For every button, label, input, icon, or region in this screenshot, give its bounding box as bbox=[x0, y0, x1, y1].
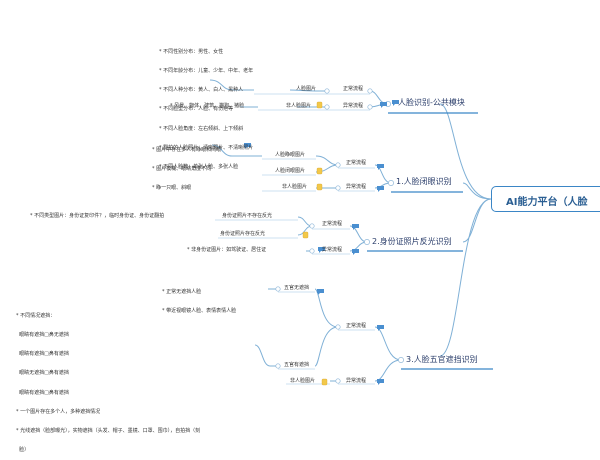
image-icon[interactable] bbox=[316, 183, 323, 191]
mind-map-canvas bbox=[209, 79, 493, 386]
list-item: * 不同情况遮挡： bbox=[16, 312, 56, 319]
b2-non-id-text: * 非身份证图片：如驾驶证、居住证 bbox=[187, 247, 267, 253]
list-item: * 不同人脸角度：左右倾斜、上下倾斜 bbox=[159, 125, 244, 132]
connector-b3-bullets-b bbox=[254, 344, 278, 367]
connector-b2-normal bbox=[349, 225, 368, 243]
b3-nonface-image-node[interactable]: 非人脸图片 bbox=[290, 378, 316, 384]
comment-icon[interactable] bbox=[317, 289, 324, 295]
list-item: * 不同人种分布：黄人、白人、黑种人 bbox=[159, 87, 244, 94]
b3-normal-flow-node[interactable]: 正常流程 bbox=[346, 323, 367, 329]
b3-occlusion-node[interactable]: 五官有遮挡 bbox=[284, 362, 310, 368]
b0-nonface-examples: * 风景、物体、建筑、猫狗、猪脸 bbox=[170, 103, 245, 109]
b3-bullets-a: * 正常无遮挡人脸 * 带近视眼镜人脸、表情表情人脸 bbox=[162, 276, 236, 321]
collapse-marker-b3[interactable] bbox=[398, 357, 404, 363]
connector-b0-bullets bbox=[209, 79, 254, 91]
list-item: 眼睛有遮挡□鼻无遮挡 bbox=[16, 332, 69, 339]
b0-normal-flow-node[interactable]: 正常流程 bbox=[343, 86, 364, 92]
connector-b1-bullets bbox=[211, 144, 262, 157]
b0-face-image-node[interactable]: 人脸图片 bbox=[296, 86, 317, 92]
list-item: * 图片模糊、眼睛角度不同 bbox=[152, 166, 212, 173]
connector-b3-normal bbox=[374, 326, 402, 361]
b1-bullets: * 图片中存在多人有睁眼和闭眼 * 图片模糊、眼睛角度不同 * 睁一只眼、斜眼 bbox=[152, 134, 221, 198]
comment-icon[interactable] bbox=[352, 249, 359, 255]
comment-icon[interactable] bbox=[377, 379, 384, 385]
image-icon[interactable] bbox=[316, 167, 323, 175]
list-item: * 不同脸型分布：人脸、有伤疤等 bbox=[159, 106, 234, 113]
b1-normal-flow-node[interactable]: 正常流程 bbox=[346, 160, 367, 166]
connector-root-b0 bbox=[439, 103, 492, 200]
b2-normal-flow-node[interactable]: 正常流程 bbox=[322, 221, 343, 227]
b1-nonface-image-node[interactable]: 非人脸图片 bbox=[282, 184, 308, 190]
b2-no-reflection-node[interactable]: 身份证照片不存在反光 bbox=[222, 213, 273, 219]
connector-b1-open bbox=[315, 155, 339, 166]
comment-icon[interactable] bbox=[318, 247, 325, 253]
list-item: * 不同年龄分布：儿童、少年、中年、老年 bbox=[159, 68, 254, 75]
list-item: * 图片中存在多人有睁眼和闭眼 bbox=[152, 146, 222, 153]
b0-abnormal-flow-node[interactable]: 异常流程 bbox=[343, 103, 364, 109]
b2-abnormal-flow-node[interactable]: 异常流程 bbox=[322, 247, 343, 253]
connector-b3-occl bbox=[314, 326, 339, 367]
comment-icon[interactable] bbox=[244, 143, 251, 149]
comment-icon[interactable] bbox=[377, 325, 384, 331]
comment-icon[interactable] bbox=[392, 100, 399, 106]
connector-b0-face bbox=[289, 89, 327, 92]
list-item: 脸） bbox=[16, 447, 30, 454]
image-icon[interactable] bbox=[321, 378, 328, 386]
connector-root-b2 bbox=[462, 198, 492, 243]
image-icon[interactable] bbox=[316, 101, 323, 109]
list-item: * 翻拍的人脸照片：清晰照片、不清晰照片 bbox=[159, 144, 254, 151]
branch-id-reflection[interactable]: 2.身份证照片反光识别 bbox=[372, 237, 452, 246]
list-item: * 正常无遮挡人脸 bbox=[162, 288, 202, 295]
list-item: * 光线遮挡（脸部曝光），实物遮挡（头发、帽子、墨镜、口罩、围巾），自拍挡（刻 bbox=[16, 428, 201, 435]
b2-reflection-node[interactable]: 身份证照片存在反光 bbox=[220, 231, 266, 237]
b1-closed-eye-node[interactable]: 人脸闭眼图片 bbox=[275, 168, 306, 174]
b3-abnormal-flow-node[interactable]: 异常流程 bbox=[346, 378, 367, 384]
list-item: * 不同性别分布：男性、女性 bbox=[159, 48, 224, 55]
comment-icon[interactable] bbox=[377, 186, 384, 192]
list-item: * 不同人脸数：单张人脸、多张人脸 bbox=[159, 164, 239, 171]
branch-eye-closed[interactable]: 1.人脸闭眼识别 bbox=[396, 177, 452, 186]
connector-b3-abnormal bbox=[374, 359, 402, 382]
b3-bullets-b: * 不同情况遮挡： 眼睛有遮挡□鼻无遮挡 眼睛有遮挡□鼻有遮挡 眼睛无遮挡□鼻有… bbox=[16, 300, 200, 460]
list-item: 眼睛有遮挡□鼻有遮挡 bbox=[16, 351, 69, 358]
collapse-marker-b2[interactable] bbox=[364, 239, 370, 245]
comment-icon[interactable] bbox=[377, 164, 384, 170]
connector-root-b1 bbox=[462, 182, 492, 200]
b2-types-text: * 不同类型图片：身份证复印件？，临时身份证、身份证翻拍 bbox=[30, 213, 165, 219]
connector-b3-no-occl bbox=[314, 288, 339, 328]
b0-bullets: * 不同性别分布：男性、女性 * 不同年龄分布：儿童、少年、中年、老年 * 不同… bbox=[159, 36, 253, 177]
connector-root-b3 bbox=[439, 198, 492, 357]
list-item: 眼睛无遮挡□鼻有遮挡 bbox=[16, 370, 69, 377]
b1-open-eye-node[interactable]: 人脸睁眼图片 bbox=[275, 152, 306, 158]
collapse-marker-b1[interactable] bbox=[388, 180, 394, 186]
list-item: * 一个图片存在多个人，多种遮挡情况 bbox=[16, 408, 101, 415]
b0-nonface-image-node[interactable]: 非人脸图片 bbox=[286, 103, 312, 109]
image-icon[interactable] bbox=[302, 231, 309, 239]
list-item: * 睁一只眼、斜眼 bbox=[152, 185, 192, 192]
b3-no-occlusion-node[interactable]: 五官无遮挡 bbox=[284, 285, 310, 291]
list-item: * 带近视眼镜人脸、表情表情人脸 bbox=[162, 308, 237, 315]
comment-icon[interactable] bbox=[380, 102, 387, 108]
b1-abnormal-flow-node[interactable]: 异常流程 bbox=[346, 184, 367, 190]
root-node[interactable]: AI能力平台（人脸 bbox=[491, 186, 600, 212]
branch-face-occlusion[interactable]: 3.人脸五官遮挡识别 bbox=[406, 355, 478, 364]
comment-icon[interactable] bbox=[352, 224, 359, 230]
list-item: 眼睛有遮挡□鼻有遮挡 bbox=[16, 389, 69, 396]
branch-face-recognition-common[interactable]: 人脸识别-公共模块 bbox=[398, 98, 465, 107]
